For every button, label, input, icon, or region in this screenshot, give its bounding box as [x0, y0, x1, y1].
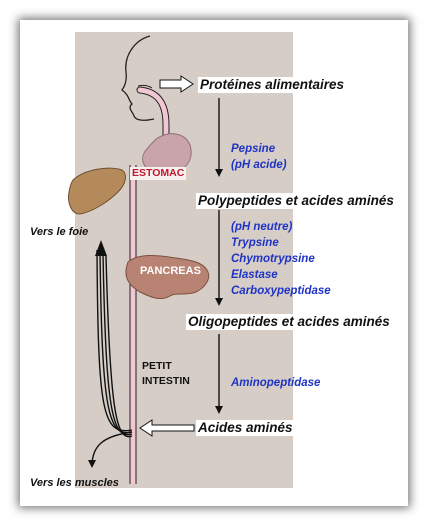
portal-curve-3 [102, 253, 133, 436]
pancreas-shape [125, 255, 210, 299]
enzyme-ph-neutre: (pH neutre) [231, 221, 293, 233]
enzyme-pepsine: Pepsine [231, 143, 276, 155]
ingestion-arrow [159, 75, 194, 93]
stage-acides-amines: Acides aminés [196, 420, 295, 436]
portal-curve-2 [99, 251, 133, 434]
to-muscles-curve [88, 431, 133, 468]
stage-polypeptides: Polypeptides et acides aminés [196, 193, 396, 209]
mouth-opening [137, 84, 153, 89]
label-vers-les-muscles: Vers les muscles [30, 477, 119, 489]
organ-label-pancreas: PANCREAS [140, 265, 201, 277]
enzyme-chymotrypsine: Chymotrypsine [231, 253, 315, 265]
absorption-arrow [139, 419, 195, 437]
head-profile [121, 35, 155, 121]
enzyme-carboxypeptidase: Carboxypeptidase [231, 285, 331, 297]
enzyme-aminopeptidase: Aminopeptidase [231, 377, 321, 389]
stage-proteines: Protéines alimentaires [198, 77, 347, 93]
enzyme-trypsine: Trypsine [231, 237, 279, 249]
portal-curve-1 [96, 249, 133, 432]
enzyme-elastase: Elastase [231, 269, 278, 281]
organ-label-intestin-2: INTESTIN [142, 375, 190, 387]
organ-label-estomac: ESTOMAC [130, 167, 187, 180]
enzyme-ph-acide: (pH acide) [231, 159, 287, 171]
stage-oligopeptides: Oligopeptides et acides aminés [186, 314, 392, 330]
organ-label-intestin-1: PETIT [142, 360, 172, 372]
liver-shape [68, 167, 126, 215]
to-liver-arrowhead [95, 240, 107, 256]
label-vers-le-foie: Vers le foie [30, 226, 89, 238]
portal-curve-4 [105, 255, 133, 438]
